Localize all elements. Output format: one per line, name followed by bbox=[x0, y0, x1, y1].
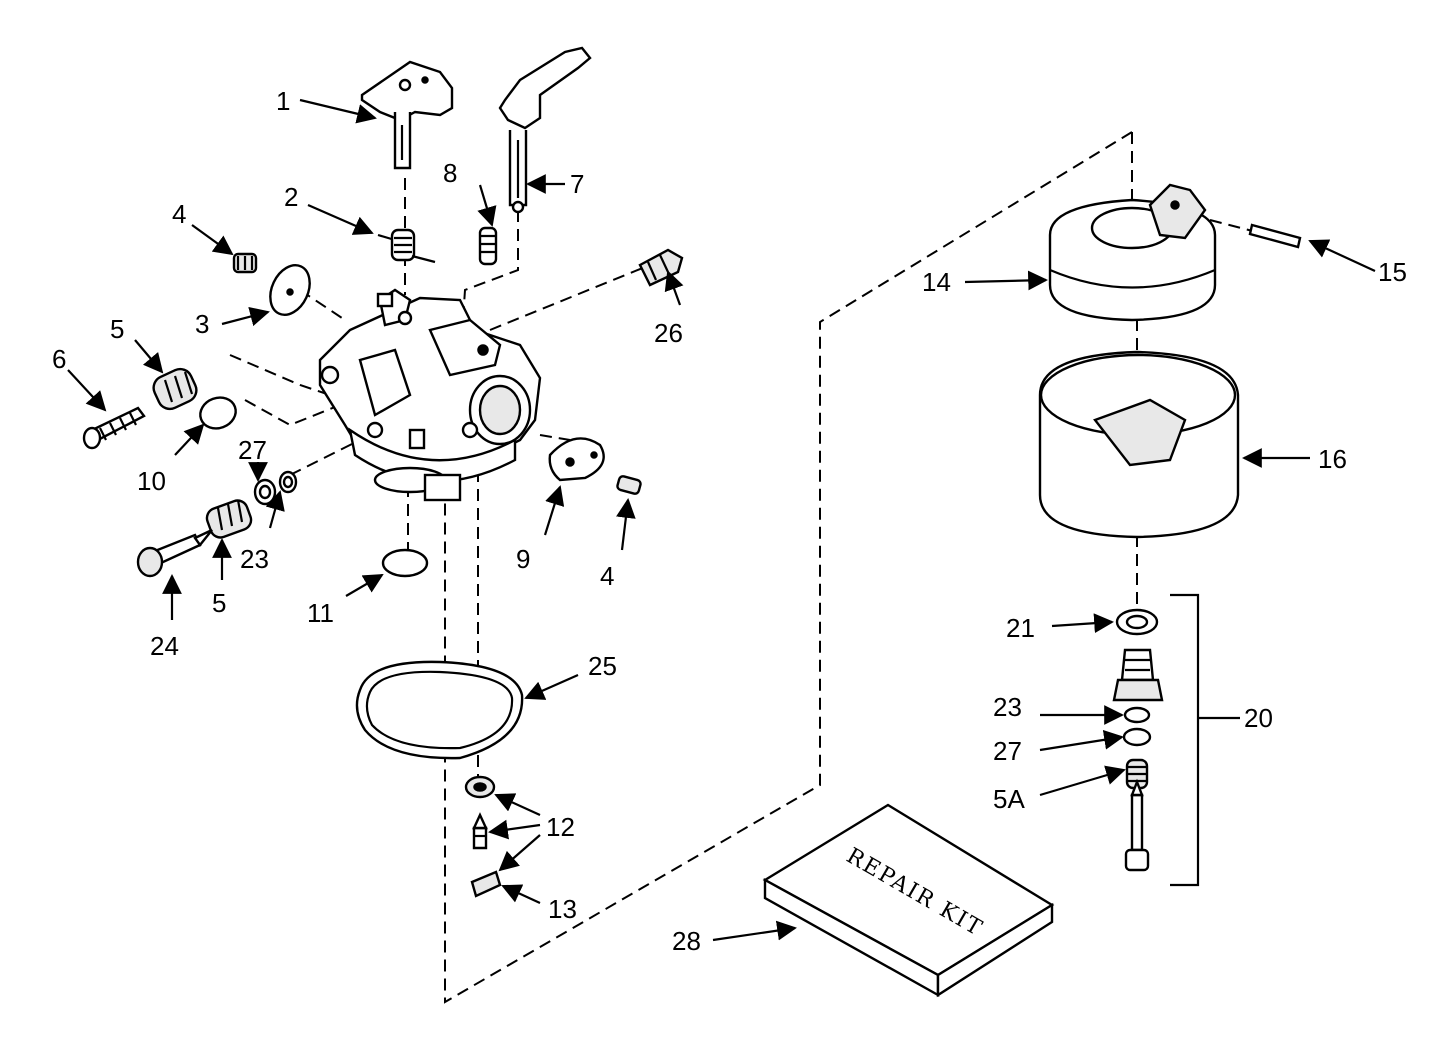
callout-15: 15 bbox=[1378, 257, 1407, 287]
callout-20: 20 bbox=[1244, 703, 1273, 733]
part-23-o-ring-left bbox=[278, 470, 298, 494]
part-4-screw-right bbox=[616, 475, 642, 495]
callout-4-top: 4 bbox=[172, 199, 186, 229]
part-24-main-needle bbox=[136, 528, 213, 578]
part-27-washer-left bbox=[253, 478, 277, 506]
callout-14: 14 bbox=[922, 267, 951, 297]
callout-2: 2 bbox=[284, 182, 298, 212]
callout-23-right: 23 bbox=[993, 692, 1022, 722]
callout-11: 11 bbox=[307, 598, 334, 628]
part-10-welch-plug bbox=[199, 396, 237, 430]
callout-6: 6 bbox=[52, 344, 66, 374]
part-25-bowl-gasket bbox=[355, 660, 524, 760]
callout-12: 12 bbox=[546, 812, 575, 842]
part-28-repair-kit: REPAIR KIT bbox=[762, 803, 1055, 998]
callout-16: 16 bbox=[1318, 444, 1347, 474]
part-1-throttle-shaft bbox=[360, 60, 454, 170]
part-8-screw bbox=[478, 226, 498, 266]
callout-8: 8 bbox=[443, 158, 457, 188]
callout-27-right: 27 bbox=[993, 736, 1022, 766]
callout-4-right: 4 bbox=[600, 561, 614, 591]
part-3-throttle-plate bbox=[269, 264, 311, 316]
callout-21: 21 bbox=[1006, 613, 1035, 643]
part-26-fuel-fitting bbox=[638, 248, 684, 287]
callout-9: 9 bbox=[516, 544, 530, 574]
callout-25: 25 bbox=[588, 651, 617, 681]
callout-10: 10 bbox=[137, 466, 166, 496]
callout-28: 28 bbox=[672, 926, 701, 956]
callout-3: 3 bbox=[195, 309, 209, 339]
callout-7: 7 bbox=[570, 169, 584, 199]
callout-13: 13 bbox=[548, 894, 577, 924]
part-7-choke-shaft bbox=[498, 46, 592, 214]
callout-5-lower: 5 bbox=[212, 588, 226, 618]
callout-24: 24 bbox=[150, 631, 179, 661]
callout-numbers: 1 2 3 4 4 5 5 5A 6 7 8 9 10 11 12 13 14 … bbox=[52, 86, 1407, 956]
part-5-spring-upper bbox=[152, 367, 198, 411]
callout-5a: 5A bbox=[993, 784, 1025, 814]
callout-27-left: 27 bbox=[238, 435, 267, 465]
part-6-idle-screw bbox=[82, 406, 146, 450]
callout-1: 1 bbox=[276, 86, 290, 116]
part-9-choke-plate bbox=[548, 437, 605, 482]
part-13-clip bbox=[470, 870, 502, 898]
part-11-welch-plug bbox=[381, 548, 429, 578]
part-5-spring-lower bbox=[205, 499, 253, 539]
part-2-spring bbox=[377, 228, 436, 264]
leader-lines bbox=[67, 98, 1376, 942]
part-12-inlet-needle-seat bbox=[464, 775, 496, 850]
part-15-float-pin bbox=[1248, 223, 1302, 249]
carburetor-body bbox=[318, 288, 542, 502]
callout-5-upper: 5 bbox=[110, 314, 124, 344]
part-20-bowl-nut-assembly bbox=[1112, 593, 1200, 887]
part-14-float bbox=[1048, 183, 1217, 322]
part-4-screw-top bbox=[232, 252, 258, 274]
part-21-washer bbox=[1115, 608, 1159, 636]
callout-23-left: 23 bbox=[240, 544, 269, 574]
part-16-float-bowl bbox=[1038, 350, 1240, 539]
callout-26: 26 bbox=[654, 318, 683, 348]
